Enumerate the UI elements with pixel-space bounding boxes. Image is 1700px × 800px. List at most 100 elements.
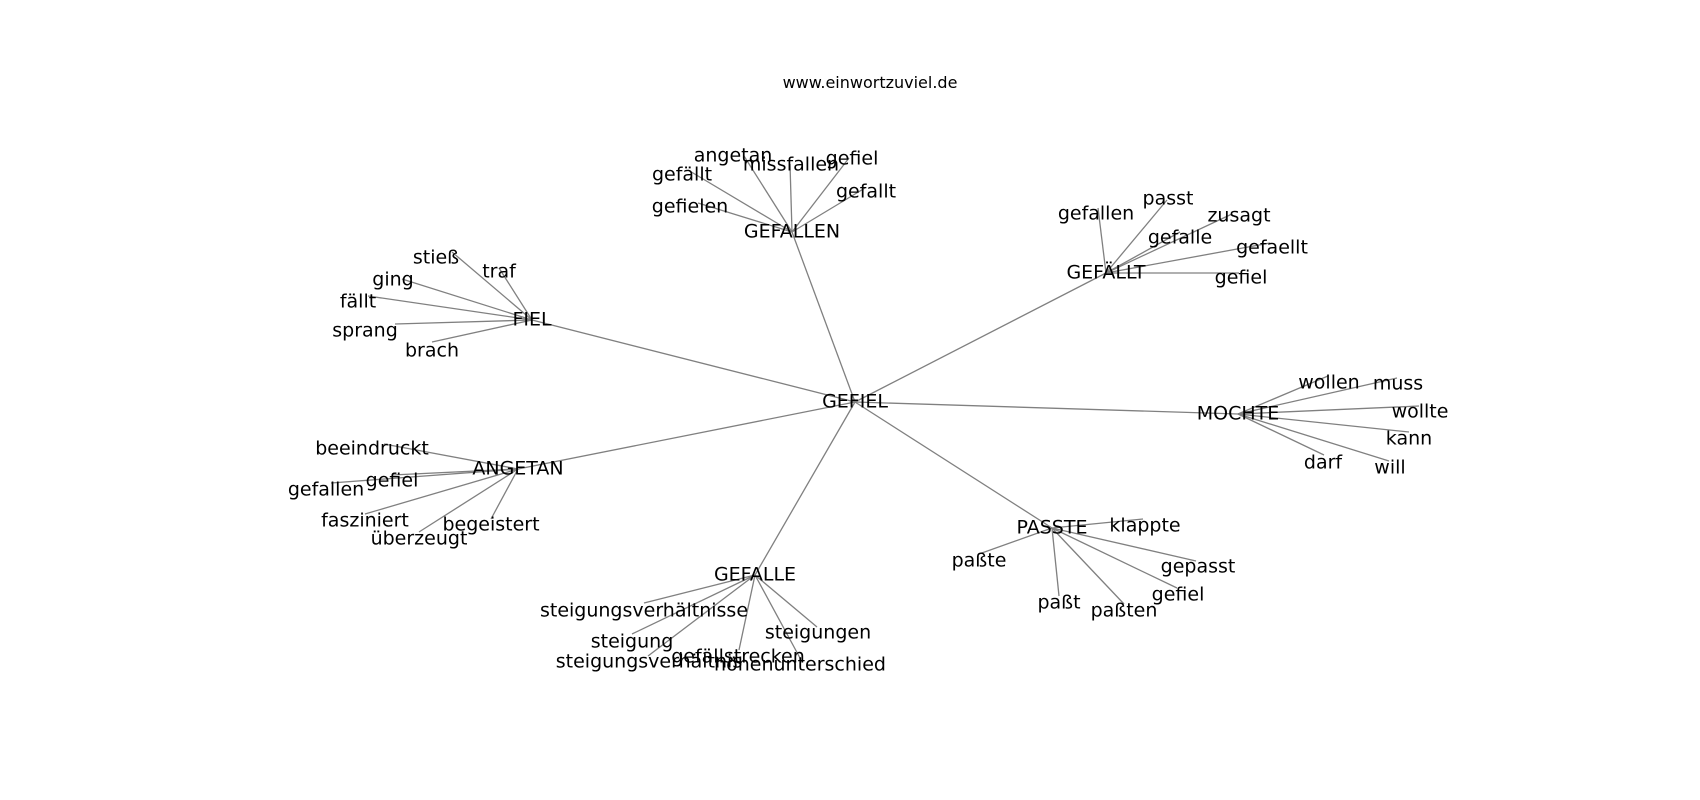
leaf-node-label: will: [1374, 457, 1405, 479]
site-title: www.einwortzuviel.de: [783, 73, 958, 92]
leaf-node-label: kann: [1386, 428, 1432, 450]
leaf-node-label: sprang: [332, 320, 398, 342]
hub-node-label: GEFALLE: [714, 564, 796, 586]
leaf-node-label: überzeugt: [371, 528, 468, 550]
edge-center-to-hub: [854, 401, 1053, 529]
leaf-node-label: gefallen: [288, 479, 364, 501]
edge-hub-to-leaf: [1051, 527, 1125, 605]
edge-hub-to-leaf: [643, 574, 756, 604]
edge-hub-to-leaf: [1237, 405, 1420, 415]
edge-hub-to-leaf: [401, 278, 533, 321]
edge-hub-to-leaf: [754, 574, 818, 628]
edge-hub-to-leaf: [647, 574, 756, 657]
leaf-node-label: muss: [1373, 373, 1423, 395]
edge-hub-to-leaf: [1051, 527, 1060, 597]
edge-hub-to-leaf: [631, 574, 756, 635]
hub-node-label: ANGETAN: [472, 458, 563, 480]
edge-hub-to-leaf: [1237, 413, 1390, 462]
leaf-node-label: gefiel: [1152, 584, 1205, 606]
edge-hub-to-leaf: [687, 169, 793, 233]
leaf-node-label: steigungen: [765, 622, 871, 644]
leaf-node-label: darf: [1304, 452, 1344, 474]
edge-hub-to-leaf: [1097, 207, 1107, 274]
edge-hub-to-leaf: [1237, 377, 1398, 415]
edge-hub-to-leaf: [1237, 413, 1410, 433]
leaf-node-label: fasziniert: [321, 510, 409, 532]
leaf-node-label: gefallen: [1058, 203, 1134, 225]
leaf-node-label: paßte: [952, 550, 1007, 572]
edge-hub-to-leaf: [1105, 199, 1168, 274]
leaf-node-label: missfallen: [743, 154, 839, 176]
leaf-node-label: gefiel: [366, 470, 419, 492]
edge-hub-to-leaf: [978, 527, 1053, 555]
leaf-node-label: passt: [1143, 188, 1194, 210]
edge-hub-to-leaf: [394, 319, 533, 325]
edge-hub-to-leaf: [697, 202, 793, 233]
edge-center-to-hub: [854, 401, 1239, 415]
leaf-node-label: brach: [405, 340, 459, 362]
edge-hub-to-leaf: [383, 443, 519, 470]
edge-hub-to-leaf: [743, 155, 793, 233]
hub-node-label: MOCHTE: [1197, 403, 1280, 425]
edge-hub-to-leaf: [431, 319, 533, 343]
leaf-node-label: paßt: [1037, 592, 1080, 614]
leaf-node-label: gefiel: [826, 148, 879, 170]
leaf-node-label: gefiel: [1215, 267, 1268, 289]
leaf-node-label: paßten: [1091, 600, 1158, 622]
leaf-node-label: gefällstrecken: [671, 646, 805, 668]
edge-hub-to-leaf: [330, 468, 519, 484]
leaf-node-label: traf: [482, 261, 517, 283]
leaf-node-label: wollen: [1298, 372, 1359, 394]
leaf-node-label: steigung: [591, 631, 674, 653]
edge-center-to-hub: [517, 401, 856, 470]
edge-hub-to-leaf: [498, 267, 533, 321]
leaf-node-label: ging: [372, 269, 413, 291]
edge-center-to-hub: [531, 319, 856, 403]
edge-hub-to-leaf: [367, 295, 533, 321]
edge-hub-to-leaf: [791, 187, 866, 233]
edge-hub-to-leaf: [738, 574, 756, 651]
leaf-node-label: steigungsverhältnisse: [540, 600, 748, 622]
edge-hub-to-leaf: [490, 468, 519, 520]
leaf-node-label: wollte: [1392, 401, 1449, 423]
edge-hub-to-leaf: [1051, 527, 1197, 562]
leaf-node-label: zusagt: [1207, 205, 1270, 227]
hub-node-label: GEFÄLLT: [1066, 261, 1145, 284]
edge-center-to-hub: [754, 401, 856, 576]
leaf-node-label: beeindruckt: [315, 438, 429, 460]
leaf-node-label: gefaellt: [1236, 237, 1308, 259]
edge-hub-to-leaf: [1051, 527, 1178, 589]
edge-center-to-hub: [791, 231, 856, 403]
edge-hub-to-leaf: [1105, 231, 1181, 274]
center-node-label: GEFIEL: [822, 391, 888, 413]
edge-hub-to-leaf: [364, 468, 519, 515]
edge-hub-to-leaf: [1051, 518, 1144, 529]
edge-hub-to-leaf: [791, 157, 850, 233]
hub-node-label: FIEL: [512, 309, 552, 331]
leaf-node-label: gefällt: [652, 164, 712, 186]
leaf-node-label: steigungsverhältnis: [556, 651, 742, 673]
edge-hub-to-leaf: [451, 251, 533, 321]
leaf-node-label: gefalle: [1148, 227, 1212, 249]
edge-hub-to-leaf: [789, 163, 793, 233]
leaf-node-label: fällt: [340, 291, 376, 313]
leaf-node-label: gefallt: [836, 181, 896, 203]
edge-center-to-hub: [854, 272, 1107, 403]
leaf-node-label: gepasst: [1161, 556, 1236, 578]
edge-hub-to-leaf: [1237, 375, 1329, 415]
label-layer: GEFIELGEFALLENangetanmissfallengefielgef…: [288, 145, 1449, 676]
edge-hub-to-leaf: [1105, 213, 1233, 274]
hub-node-label: PASSTE: [1017, 517, 1088, 539]
edge-layer: [330, 155, 1420, 659]
edge-hub-to-leaf: [1105, 242, 1271, 274]
leaf-node-label: klappte: [1109, 515, 1180, 537]
edge-hub-to-leaf: [1237, 413, 1325, 456]
leaf-node-label: gefielen: [652, 196, 728, 218]
hub-node-label: GEFALLEN: [744, 221, 840, 243]
leaf-node-label: angetan: [694, 145, 773, 167]
edge-hub-to-leaf: [754, 574, 801, 659]
leaf-node-label: begeistert: [442, 514, 539, 536]
leaf-node-label: stieß: [413, 247, 459, 269]
